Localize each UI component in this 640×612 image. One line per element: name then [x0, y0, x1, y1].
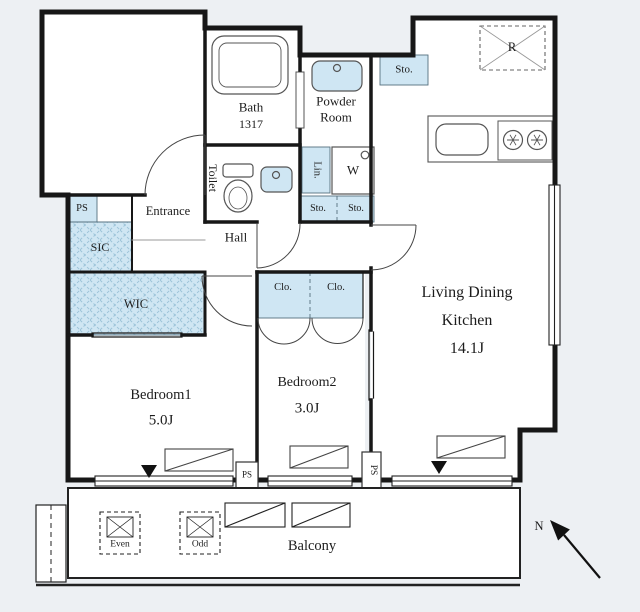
washer-label: W: [346, 162, 360, 178]
balcony-label: Balcony: [287, 537, 337, 554]
sic-label: SIC: [90, 240, 110, 254]
fridge-space: [479, 25, 546, 71]
closet-b-label: Clo.: [327, 281, 345, 293]
hall-label: Hall: [224, 229, 248, 245]
bath-size-label: 1317: [239, 117, 263, 131]
ps-mid-label: PS: [241, 469, 253, 480]
hatch-odd-label: Odd: [191, 539, 209, 550]
storage-top-label: Sto.: [395, 63, 413, 76]
compass-needle: [550, 520, 601, 579]
walls: [39, 9, 558, 483]
bedroom2-size-label: 3.0J: [294, 400, 320, 417]
storage-a-label: Sto.: [310, 203, 326, 214]
windows: [94, 184, 561, 487]
vent-marker-2: [431, 461, 447, 474]
wic-label: WIC: [123, 296, 149, 311]
entrance-label: Entrance: [145, 203, 191, 218]
toilet-label: Toilet: [206, 164, 220, 192]
toilet-icon: [222, 163, 254, 178]
fridge-label: R: [507, 39, 517, 54]
bedroom2-label: Bedroom2: [277, 375, 337, 390]
window-markers: [141, 435, 506, 478]
evac-hatch-even: [99, 511, 141, 555]
ps-entry-label: PS: [76, 202, 88, 214]
ldk-label-2: Kitchen: [441, 312, 493, 329]
linen-label: Lin.: [311, 161, 323, 179]
north-label: N: [534, 518, 544, 533]
vent-marker-1: [141, 465, 157, 478]
vanity-sink-icon: [311, 60, 363, 92]
bedroom1-label: Bedroom1: [130, 386, 192, 403]
kitchen-sink-icon: [435, 123, 489, 156]
powder-room-label-1: Powder: [316, 93, 356, 109]
storage-areas: [67, 54, 429, 336]
closet-a-label: Clo.: [274, 281, 292, 293]
bath-label: Bath: [238, 99, 264, 115]
powder-room-label-2: Room: [320, 109, 352, 125]
washer-box: [331, 146, 375, 195]
fixtures: [211, 35, 556, 213]
balcony-structure: [35, 487, 521, 587]
ldk-label-1: Living Dining: [421, 284, 513, 301]
ldk-size-label: 14.1J: [449, 340, 485, 357]
storage-b-label: Sto.: [348, 203, 364, 214]
door-arcs: [144, 134, 417, 345]
ps-right-label: PS: [367, 464, 378, 476]
bedroom1-size-label: 5.0J: [148, 412, 174, 429]
evac-hatch-odd: [179, 511, 221, 555]
hatch-even-label: Even: [110, 539, 130, 550]
hand-basin-icon: [260, 166, 293, 193]
